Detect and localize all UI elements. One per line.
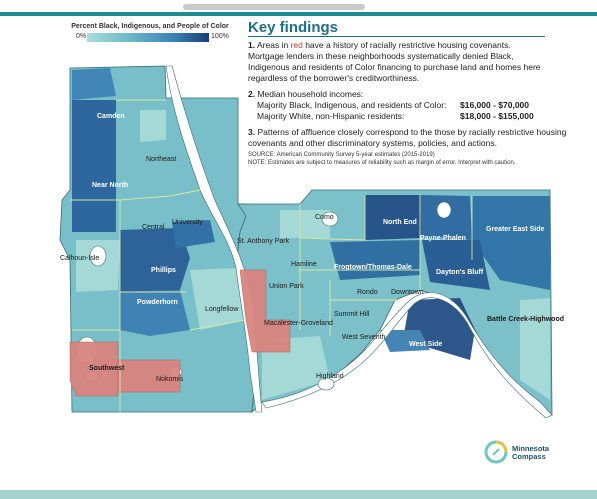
racial-covenant-areas bbox=[69, 269, 291, 397]
finding-3: 3. Patterns of affluence closely corresp… bbox=[248, 127, 567, 148]
lake bbox=[89, 245, 107, 267]
logo-text: Minnesota Compass bbox=[512, 444, 550, 461]
header-accent-bar bbox=[0, 12, 597, 16]
lake bbox=[321, 211, 339, 227]
label-hamline: Hamline bbox=[291, 261, 317, 268]
horizontal-scrollbar[interactable] bbox=[183, 4, 365, 10]
label-west-side: West Side bbox=[409, 341, 442, 348]
label-greater-east-side: Greater East Side bbox=[486, 226, 544, 233]
label-west-seventh: West Seventh bbox=[342, 334, 386, 341]
neighborhood-boundaries bbox=[70, 99, 473, 412]
label-payne-phalen: Payne-Phalen bbox=[420, 235, 466, 242]
label-camden: Camden bbox=[97, 113, 125, 120]
low-percentage-tracts bbox=[76, 110, 550, 400]
label-university: University bbox=[172, 219, 203, 226]
label-northeast: Northeast bbox=[146, 156, 176, 163]
legend-title: Percent Black, Indigenous, and People of… bbox=[71, 23, 229, 30]
label-central: Central bbox=[142, 224, 165, 231]
label-st-anthony-park: St. Anthony Park bbox=[237, 238, 290, 245]
finding-1: 1. Areas in red have a history of racial… bbox=[248, 40, 541, 83]
label-longfellow: Longfellow bbox=[205, 306, 239, 313]
label-union-park: Union Park bbox=[269, 283, 304, 290]
label-frogtown: Frogtown/Thomas-Dale bbox=[334, 264, 412, 271]
lake bbox=[317, 377, 335, 391]
legend-max-label: 100% bbox=[211, 33, 229, 40]
lake bbox=[436, 201, 452, 219]
label-highland: Highland bbox=[316, 373, 344, 380]
label-summit-hill: Summit Hill bbox=[334, 311, 370, 318]
label-como: Como bbox=[315, 214, 334, 221]
label-daytons-bluff: Dayton's Bluff bbox=[436, 269, 484, 276]
label-calhoun-isle: Calhoun-Isle bbox=[60, 255, 99, 262]
label-nokomis: Nokomis bbox=[156, 376, 184, 383]
minnesota-compass-logo-icon bbox=[484, 440, 508, 464]
label-north-end: North End bbox=[383, 219, 417, 226]
key-findings-title: Key findings bbox=[248, 19, 339, 36]
label-powderhorn: Powderhorn bbox=[137, 299, 178, 306]
legend-min-label: 0% bbox=[76, 33, 87, 40]
finding-2: 2. Median household incomes: Majority Bl… bbox=[248, 89, 578, 122]
label-rondo: Rondo bbox=[357, 289, 378, 296]
income-row: Majority Black, Indigenous, and resident… bbox=[257, 100, 530, 110]
mississippi-river-east bbox=[261, 292, 553, 419]
neighborhood-labels: Camden Northeast Near North Central Univ… bbox=[60, 113, 564, 383]
footer-bar bbox=[0, 490, 597, 499]
label-macalester-groveland: Macalester-Groveland bbox=[264, 320, 333, 327]
income-row: Majority White, non-Hispanic residents:$… bbox=[257, 111, 534, 121]
label-southwest: Southwest bbox=[89, 365, 125, 372]
label-phillips: Phillips bbox=[151, 267, 176, 274]
key-findings-divider bbox=[248, 36, 545, 37]
label-battle-creek: Battle Creek-Highwood bbox=[487, 316, 564, 323]
high-percentage-tracts bbox=[72, 68, 550, 360]
label-near-north: Near North bbox=[92, 182, 128, 189]
red-highlight-word: red bbox=[290, 40, 303, 50]
legend-color-ramp bbox=[87, 33, 209, 42]
source-note: SOURCE: American Community Survey 5-year… bbox=[248, 152, 516, 166]
label-downtown: Downtown bbox=[391, 289, 424, 296]
